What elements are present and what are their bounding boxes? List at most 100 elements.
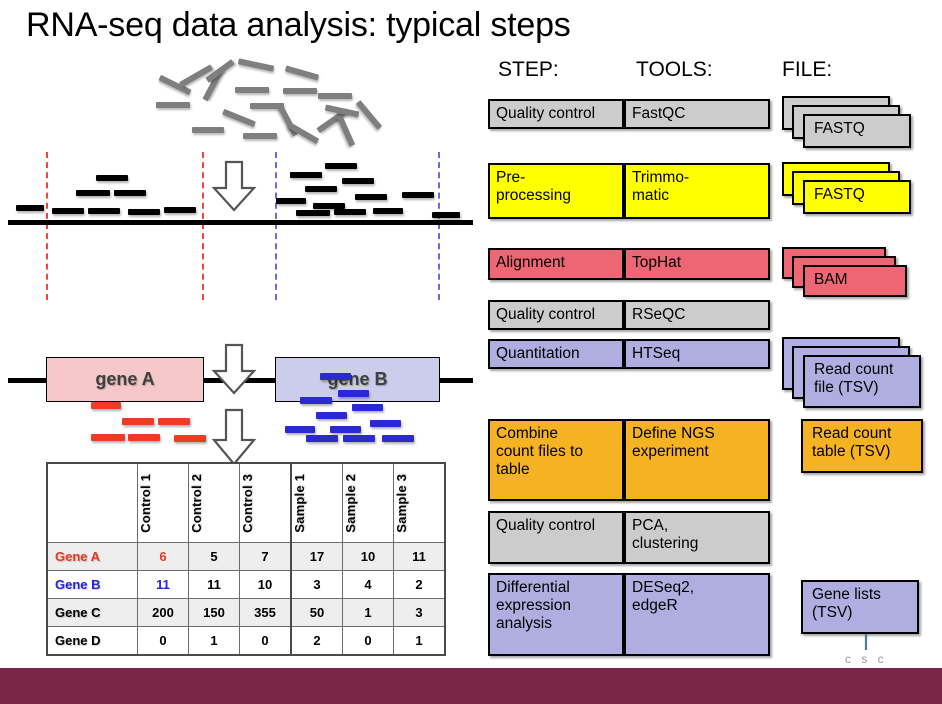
table-row: Gene C 200 150 355 50 1 3 — [46, 598, 446, 627]
read-fragment — [237, 58, 275, 72]
table-row: Gene A 6 5 7 17 10 11 — [46, 542, 446, 571]
mapped-read — [96, 175, 128, 181]
mapped-read — [296, 210, 330, 216]
mapped-read — [355, 194, 387, 200]
mapped-read — [432, 212, 460, 218]
file-stack-fastq-grey[interactable]: FASTQ — [782, 96, 912, 154]
file-stack-bam[interactable]: BAM — [782, 247, 912, 305]
column-header-control-1: Control 1 — [137, 462, 189, 543]
table-header-row: Control 1 Control 2 Control 3 Sample 1 S… — [46, 462, 446, 543]
pipeline-row-preprocessing[interactable]: Pre- processing Trimmo- matic — [488, 163, 770, 219]
read-fragment — [235, 87, 269, 93]
column-header-sample-2: Sample 2 — [342, 462, 394, 543]
file-icon-gene-lists[interactable]: Gene lists (TSV) — [801, 580, 919, 634]
gene-a-read — [158, 418, 190, 425]
gene-b-read — [285, 426, 315, 433]
down-arrow-icon — [211, 408, 257, 466]
file-stack-read-count-file[interactable]: Read count file (TSV) — [782, 337, 922, 417]
step-quality-control-3[interactable]: Quality control — [488, 511, 624, 564]
mapped-read — [313, 203, 345, 209]
file-icon-read-count-table[interactable]: Read count table (TSV) — [801, 419, 923, 473]
mapped-read — [305, 186, 337, 192]
step-quality-control-2[interactable]: Quality control — [488, 300, 624, 330]
step-combine-count-files[interactable]: Combine count files to table — [488, 419, 624, 501]
gene-a-boundary-right — [202, 152, 204, 300]
pipeline-row-combine-counts[interactable]: Combine count files to table Define NGS … — [488, 419, 770, 501]
cell-gene-c-control-3: 355 — [239, 598, 292, 627]
pipeline-row-differential-expression[interactable]: Differential expression analysis DESeq2,… — [488, 573, 770, 656]
tool-rseqc[interactable]: RSeQC — [624, 300, 770, 330]
gene-a-box: gene A — [46, 357, 204, 402]
cell-gene-c-sample-2: 1 — [342, 598, 394, 627]
cell-gene-a-sample-3: 11 — [393, 542, 446, 571]
cell-gene-c-sample-1: 50 — [290, 598, 343, 627]
gene-a-read — [128, 434, 160, 441]
tool-tophat[interactable]: TopHat — [624, 248, 770, 280]
row-label-gene-c: Gene C — [46, 598, 138, 627]
down-arrow-icon — [211, 343, 257, 395]
file-icon-fastq-yellow[interactable]: FASTQ — [803, 180, 911, 214]
step-quantitation[interactable]: Quantitation — [488, 339, 624, 369]
table-corner-cell — [46, 462, 138, 543]
cell-gene-c-control-1: 200 — [137, 598, 189, 627]
step-preprocessing[interactable]: Pre- processing — [488, 163, 624, 219]
column-header-tools: TOOLS: — [636, 58, 713, 81]
gene-b-boundary-right — [438, 152, 440, 300]
pipeline-row-alignment[interactable]: Alignment TopHat — [488, 248, 770, 280]
mapped-read — [88, 208, 120, 214]
down-arrow-icon — [211, 160, 257, 212]
read-count-table: Control 1 Control 2 Control 3 Sample 1 S… — [46, 462, 446, 656]
tool-deseq2-edger[interactable]: DESeq2, edgeR — [624, 573, 770, 656]
read-fragment — [250, 103, 284, 109]
pipeline-row-quality-control-2[interactable]: Quality control RSeQC — [488, 300, 770, 330]
gene-b-read — [352, 404, 383, 411]
read-fragment — [192, 127, 224, 133]
bottom-banner — [0, 668, 942, 704]
mapped-read — [325, 163, 357, 169]
tool-pca-clustering[interactable]: PCA, clustering — [624, 511, 770, 564]
gene-b-read — [343, 435, 375, 442]
gene-a-read — [122, 418, 154, 425]
cell-gene-b-sample-2: 4 — [342, 570, 394, 599]
file-icon-fastq-grey[interactable]: FASTQ — [803, 114, 911, 148]
tool-trimmomatic[interactable]: Trimmo- matic — [624, 163, 770, 219]
mapped-read — [342, 178, 374, 184]
cell-gene-d-sample-2: 0 — [342, 626, 394, 656]
read-fragment — [283, 88, 317, 94]
step-differential-expression[interactable]: Differential expression analysis — [488, 573, 624, 656]
gene-a-read — [91, 434, 125, 441]
tool-htseq[interactable]: HTSeq — [624, 339, 770, 369]
cell-gene-a-sample-1: 17 — [290, 542, 343, 571]
column-header-file: FILE: — [782, 58, 833, 81]
file-icon-read-count-file[interactable]: Read count file (TSV) — [803, 355, 921, 408]
pipeline-row-quality-control-3[interactable]: Quality control PCA, clustering — [488, 511, 770, 564]
gene-a-read — [174, 435, 206, 442]
genome-axis-line — [8, 220, 473, 225]
row-label-gene-a: Gene A — [46, 542, 138, 571]
cell-gene-c-control-2: 150 — [188, 598, 240, 627]
tool-define-ngs-experiment[interactable]: Define NGS experiment — [624, 419, 770, 501]
tool-fastqc[interactable]: FastQC — [624, 99, 770, 129]
read-fragment — [243, 133, 277, 139]
table-row: Gene D 0 1 0 2 0 1 — [46, 626, 446, 656]
gene-b-read — [370, 420, 401, 427]
step-alignment[interactable]: Alignment — [488, 248, 624, 280]
cell-gene-a-control-3: 7 — [239, 542, 292, 571]
mapped-read — [52, 208, 84, 214]
gene-b-read — [320, 373, 351, 380]
cell-gene-d-sample-3: 1 — [393, 626, 446, 656]
pipeline-row-quality-control-1[interactable]: Quality control FastQC — [488, 99, 770, 129]
file-stack-gene-lists[interactable]: Gene lists (TSV) — [782, 580, 922, 640]
step-quality-control-1[interactable]: Quality control — [488, 99, 624, 129]
read-fragment — [318, 93, 352, 99]
file-stack-read-count-table[interactable]: Read count table (TSV) — [782, 419, 923, 475]
mapped-read — [276, 198, 306, 204]
gene-a-read — [91, 402, 121, 409]
pipeline-row-quantitation[interactable]: Quantitation HTSeq — [488, 339, 770, 369]
cell-gene-d-control-1: 0 — [137, 626, 189, 656]
gene-b-boundary-left — [275, 152, 277, 300]
cell-gene-b-control-2: 11 — [188, 570, 240, 599]
gene-b-read — [338, 390, 369, 397]
file-stack-fastq-yellow[interactable]: FASTQ — [782, 162, 912, 220]
file-icon-bam[interactable]: BAM — [803, 265, 907, 297]
